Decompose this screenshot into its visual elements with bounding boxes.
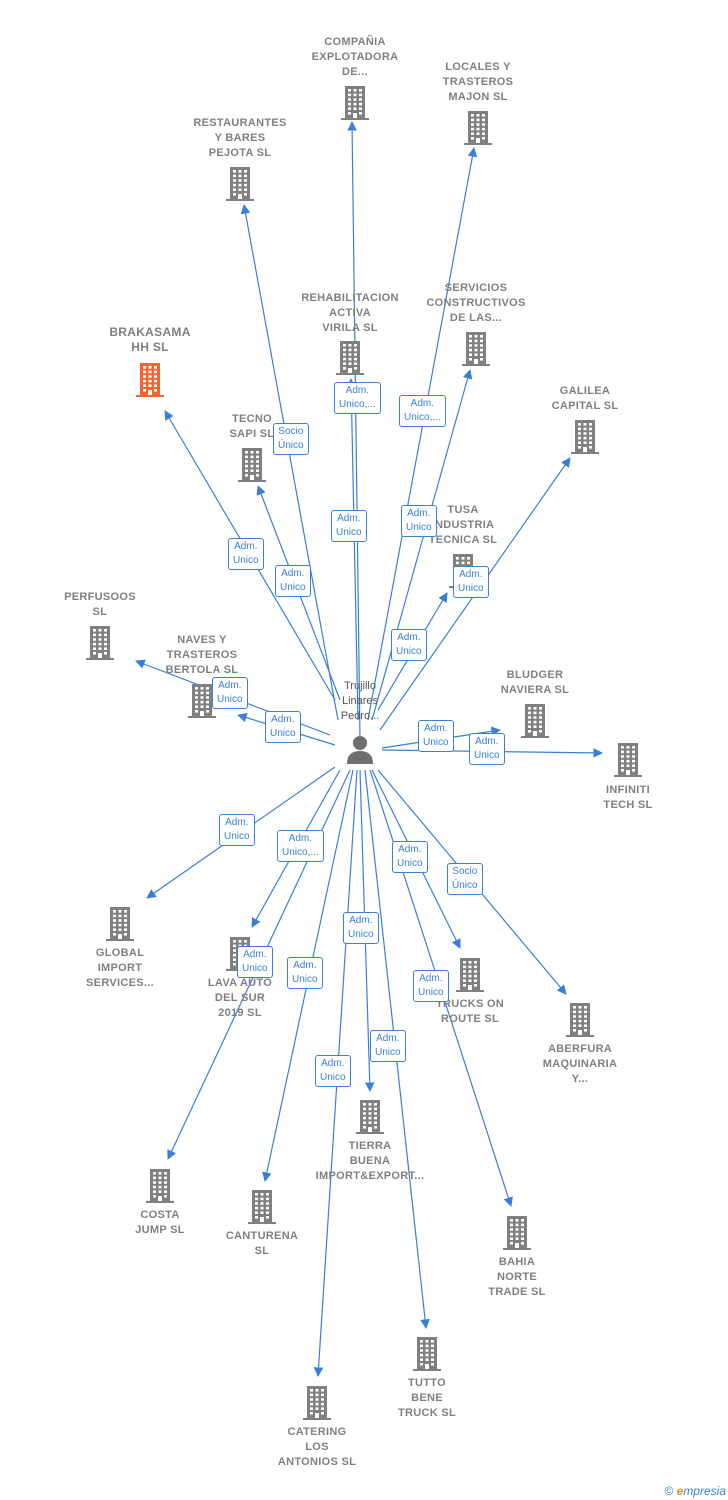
edge-label-tusa[interactable]: Adm.Unico: [391, 629, 427, 661]
node-naves[interactable]: [186, 683, 218, 719]
edge-label-brakasama[interactable]: Adm.Unico: [228, 538, 264, 570]
building-icon: [86, 626, 114, 660]
node-restaurantes[interactable]: [224, 166, 256, 202]
building-icon: [571, 420, 599, 454]
edge-label-rehabilitacion[interactable]: Adm.Unico,...: [334, 382, 381, 414]
building-icon: [106, 907, 134, 941]
building-icon: [238, 448, 266, 482]
node-trucks[interactable]: [454, 957, 486, 993]
edge-label-compania[interactable]: Adm.Unico: [331, 510, 367, 542]
edge-restaurantes: [240, 204, 339, 721]
center-person-label: Trujillo Linares Pedro...: [340, 680, 380, 722]
edge-label-tutto[interactable]: Adm.Unico: [370, 1030, 406, 1062]
edge-label-tierra[interactable]: Adm.Unico: [343, 912, 379, 944]
node-rehabilitacion[interactable]: [334, 340, 366, 376]
building-icon: [614, 743, 642, 777]
node-canturena[interactable]: [246, 1189, 278, 1225]
building-icon: [303, 1386, 331, 1420]
edge-label-infiniti[interactable]: Adm.Unico: [469, 733, 505, 765]
building-icon: [146, 1169, 174, 1203]
edge-compania: [347, 121, 361, 741]
node-aberfura[interactable]: [564, 1002, 596, 1038]
edge-label-canturena[interactable]: Adm.Unico: [287, 957, 323, 989]
building-icon: [464, 111, 492, 145]
edge-rehabilitacion: [346, 378, 359, 721]
node-compania[interactable]: [339, 85, 371, 121]
node-infiniti[interactable]: [612, 742, 644, 778]
building-icon: [356, 1100, 384, 1134]
center-person[interactable]: Trujillo Linares Pedro...: [320, 676, 400, 771]
edge-label-trucks[interactable]: Adm.Unico: [392, 841, 428, 873]
edge-label-naves[interactable]: Adm.Unico: [265, 711, 301, 743]
edge-label-perfusoos[interactable]: Adm.Unico: [212, 677, 248, 709]
building-icon: [336, 341, 364, 375]
node-servicios[interactable]: [460, 331, 492, 367]
edge-label-galilea[interactable]: Adm.Unico: [453, 566, 489, 598]
building-icon: [566, 1003, 594, 1037]
edge-locales: [367, 147, 478, 721]
building-icon: [503, 1216, 531, 1250]
edge-label-global[interactable]: Adm.Unico: [219, 814, 255, 846]
person-icon: [347, 736, 373, 764]
node-tierra[interactable]: [354, 1099, 386, 1135]
edge-label-servicios[interactable]: Adm.Unico: [401, 505, 437, 537]
brand-logo: © empresia: [664, 1484, 726, 1498]
edge-servicios: [371, 369, 473, 721]
edge-label-bahia[interactable]: Adm.Unico: [413, 970, 449, 1002]
node-costa[interactable]: [144, 1168, 176, 1204]
node-tecno[interactable]: [236, 447, 268, 483]
node-locales[interactable]: [462, 110, 494, 146]
node-galilea[interactable]: [569, 419, 601, 455]
building-icon: [188, 684, 216, 718]
building-icon: [462, 332, 490, 366]
edge-label-lava[interactable]: Adm.Unico,...: [277, 830, 324, 862]
edge-label-tecno[interactable]: Adm.Unico: [275, 565, 311, 597]
node-global[interactable]: [104, 906, 136, 942]
building-icon: [456, 958, 484, 992]
node-brakasama[interactable]: [134, 362, 166, 398]
edge-label-locales[interactable]: Adm.Unico,...: [399, 395, 446, 427]
node-bludger[interactable]: [519, 703, 551, 739]
building-icon: [136, 363, 164, 397]
edge-label-costa[interactable]: Adm.Unico: [237, 946, 273, 978]
edge-label-catering[interactable]: Adm.Unico: [315, 1055, 351, 1087]
building-icon: [341, 86, 369, 120]
node-perfusoos[interactable]: [84, 625, 116, 661]
building-icon: [413, 1337, 441, 1371]
node-catering[interactable]: [301, 1385, 333, 1421]
edge-label-bludger[interactable]: Adm.Unico: [418, 720, 454, 752]
node-tutto[interactable]: [411, 1336, 443, 1372]
node-bahia[interactable]: [501, 1215, 533, 1251]
building-icon: [521, 704, 549, 738]
building-icon: [248, 1190, 276, 1224]
building-icon: [226, 167, 254, 201]
